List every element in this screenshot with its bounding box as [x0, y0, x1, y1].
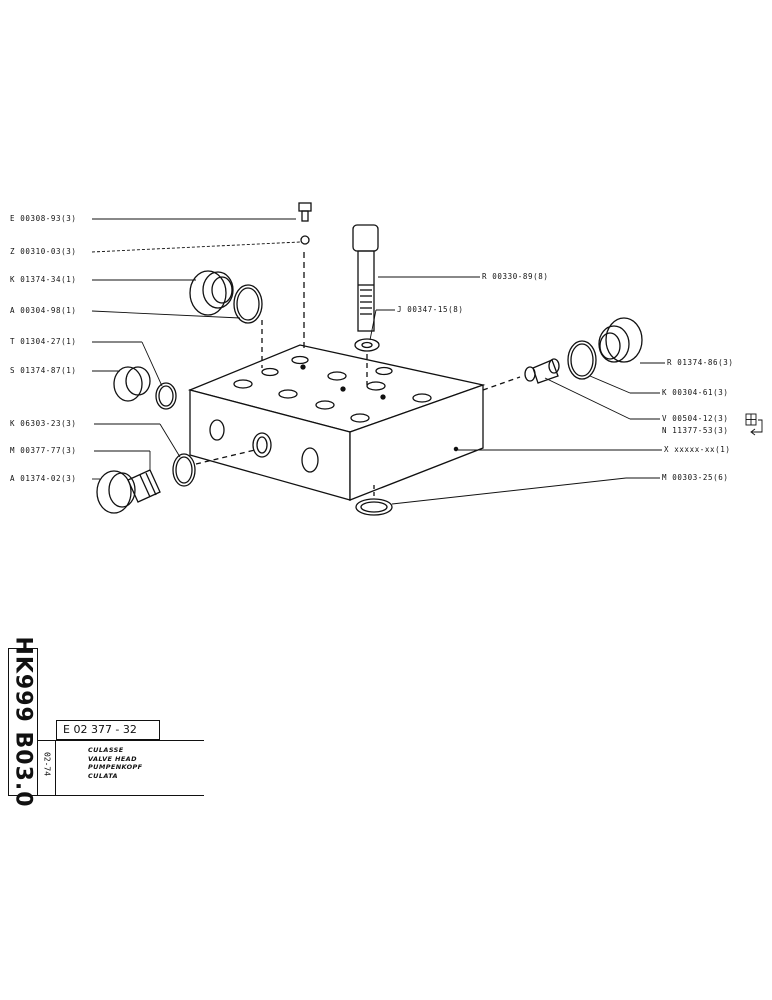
o-ring-k06303-23 — [172, 453, 196, 487]
title-translations: CULASSE VALVE HEAD PUMPENKOPF CULATA — [88, 746, 143, 780]
valve-block-body — [187, 344, 486, 501]
callout-x: X xxxxx-xx(1) — [664, 445, 731, 454]
title-de: PUMPENKOPF — [88, 763, 143, 771]
title-fr: CULASSE — [88, 746, 124, 754]
callout-r1: R 00330-89(8) — [482, 272, 549, 281]
callout-j: J 00347-15(8) — [397, 305, 464, 314]
o-ring-k00304-61 — [567, 340, 597, 380]
callout-z: Z 00310-03(3) — [10, 247, 77, 256]
o-ring-t01304-27 — [155, 382, 177, 410]
callout-m1: M 00377-77(3) — [10, 446, 77, 455]
plug-k01374-34 — [189, 270, 234, 316]
callout-a2: A 01374-02(3) — [10, 474, 77, 483]
plug-a01374-02 — [96, 469, 161, 514]
title-divider-bottom — [38, 795, 204, 796]
callout-k3: K 00304-61(3) — [662, 388, 729, 397]
callout-k1: K 01374-34(1) — [10, 275, 77, 284]
drawing-code-box: HK999 B03.0 — [8, 636, 38, 808]
drawing-code: HK999 B03.0 — [10, 636, 36, 808]
callout-e: E 00308-93(3) — [10, 214, 77, 223]
bottom-washer-m00303-25 — [355, 498, 393, 516]
o-ring-a00304-98 — [233, 284, 263, 324]
reference-number: E 02 377 - 32 — [56, 720, 160, 740]
title-divider-top — [38, 740, 204, 741]
title-divider-v — [55, 740, 56, 796]
bolt-washer — [354, 338, 380, 352]
callout-m2: M 00303-25(6) — [662, 473, 729, 482]
leader-lines — [91, 218, 763, 505]
callout-t: T 01304-27(1) — [10, 337, 77, 346]
small-cap-screw — [298, 202, 312, 222]
callout-v: V 00504-12(3) — [662, 414, 729, 423]
callout-a1: A 00304-98(1) — [10, 306, 77, 315]
title-es: CULATA — [88, 771, 118, 780]
callout-n: N 11377-53(3) — [662, 426, 729, 435]
drawing-date: 02-74 — [42, 751, 52, 777]
callout-k2: K 06303-23(3) — [10, 419, 77, 428]
callout-s: S 01374-87(1) — [10, 366, 77, 375]
title-en: VALVE HEAD — [88, 754, 137, 763]
small-washer — [300, 235, 310, 245]
valve-v00504-12 — [524, 358, 560, 384]
callout-r2: R 01374-86(3) — [667, 358, 734, 367]
plug-r01374-86 — [598, 317, 643, 363]
plug-s01374-87 — [113, 366, 151, 402]
long-cap-bolt — [352, 224, 379, 332]
drawing-date-box: 02-74 — [38, 740, 56, 788]
